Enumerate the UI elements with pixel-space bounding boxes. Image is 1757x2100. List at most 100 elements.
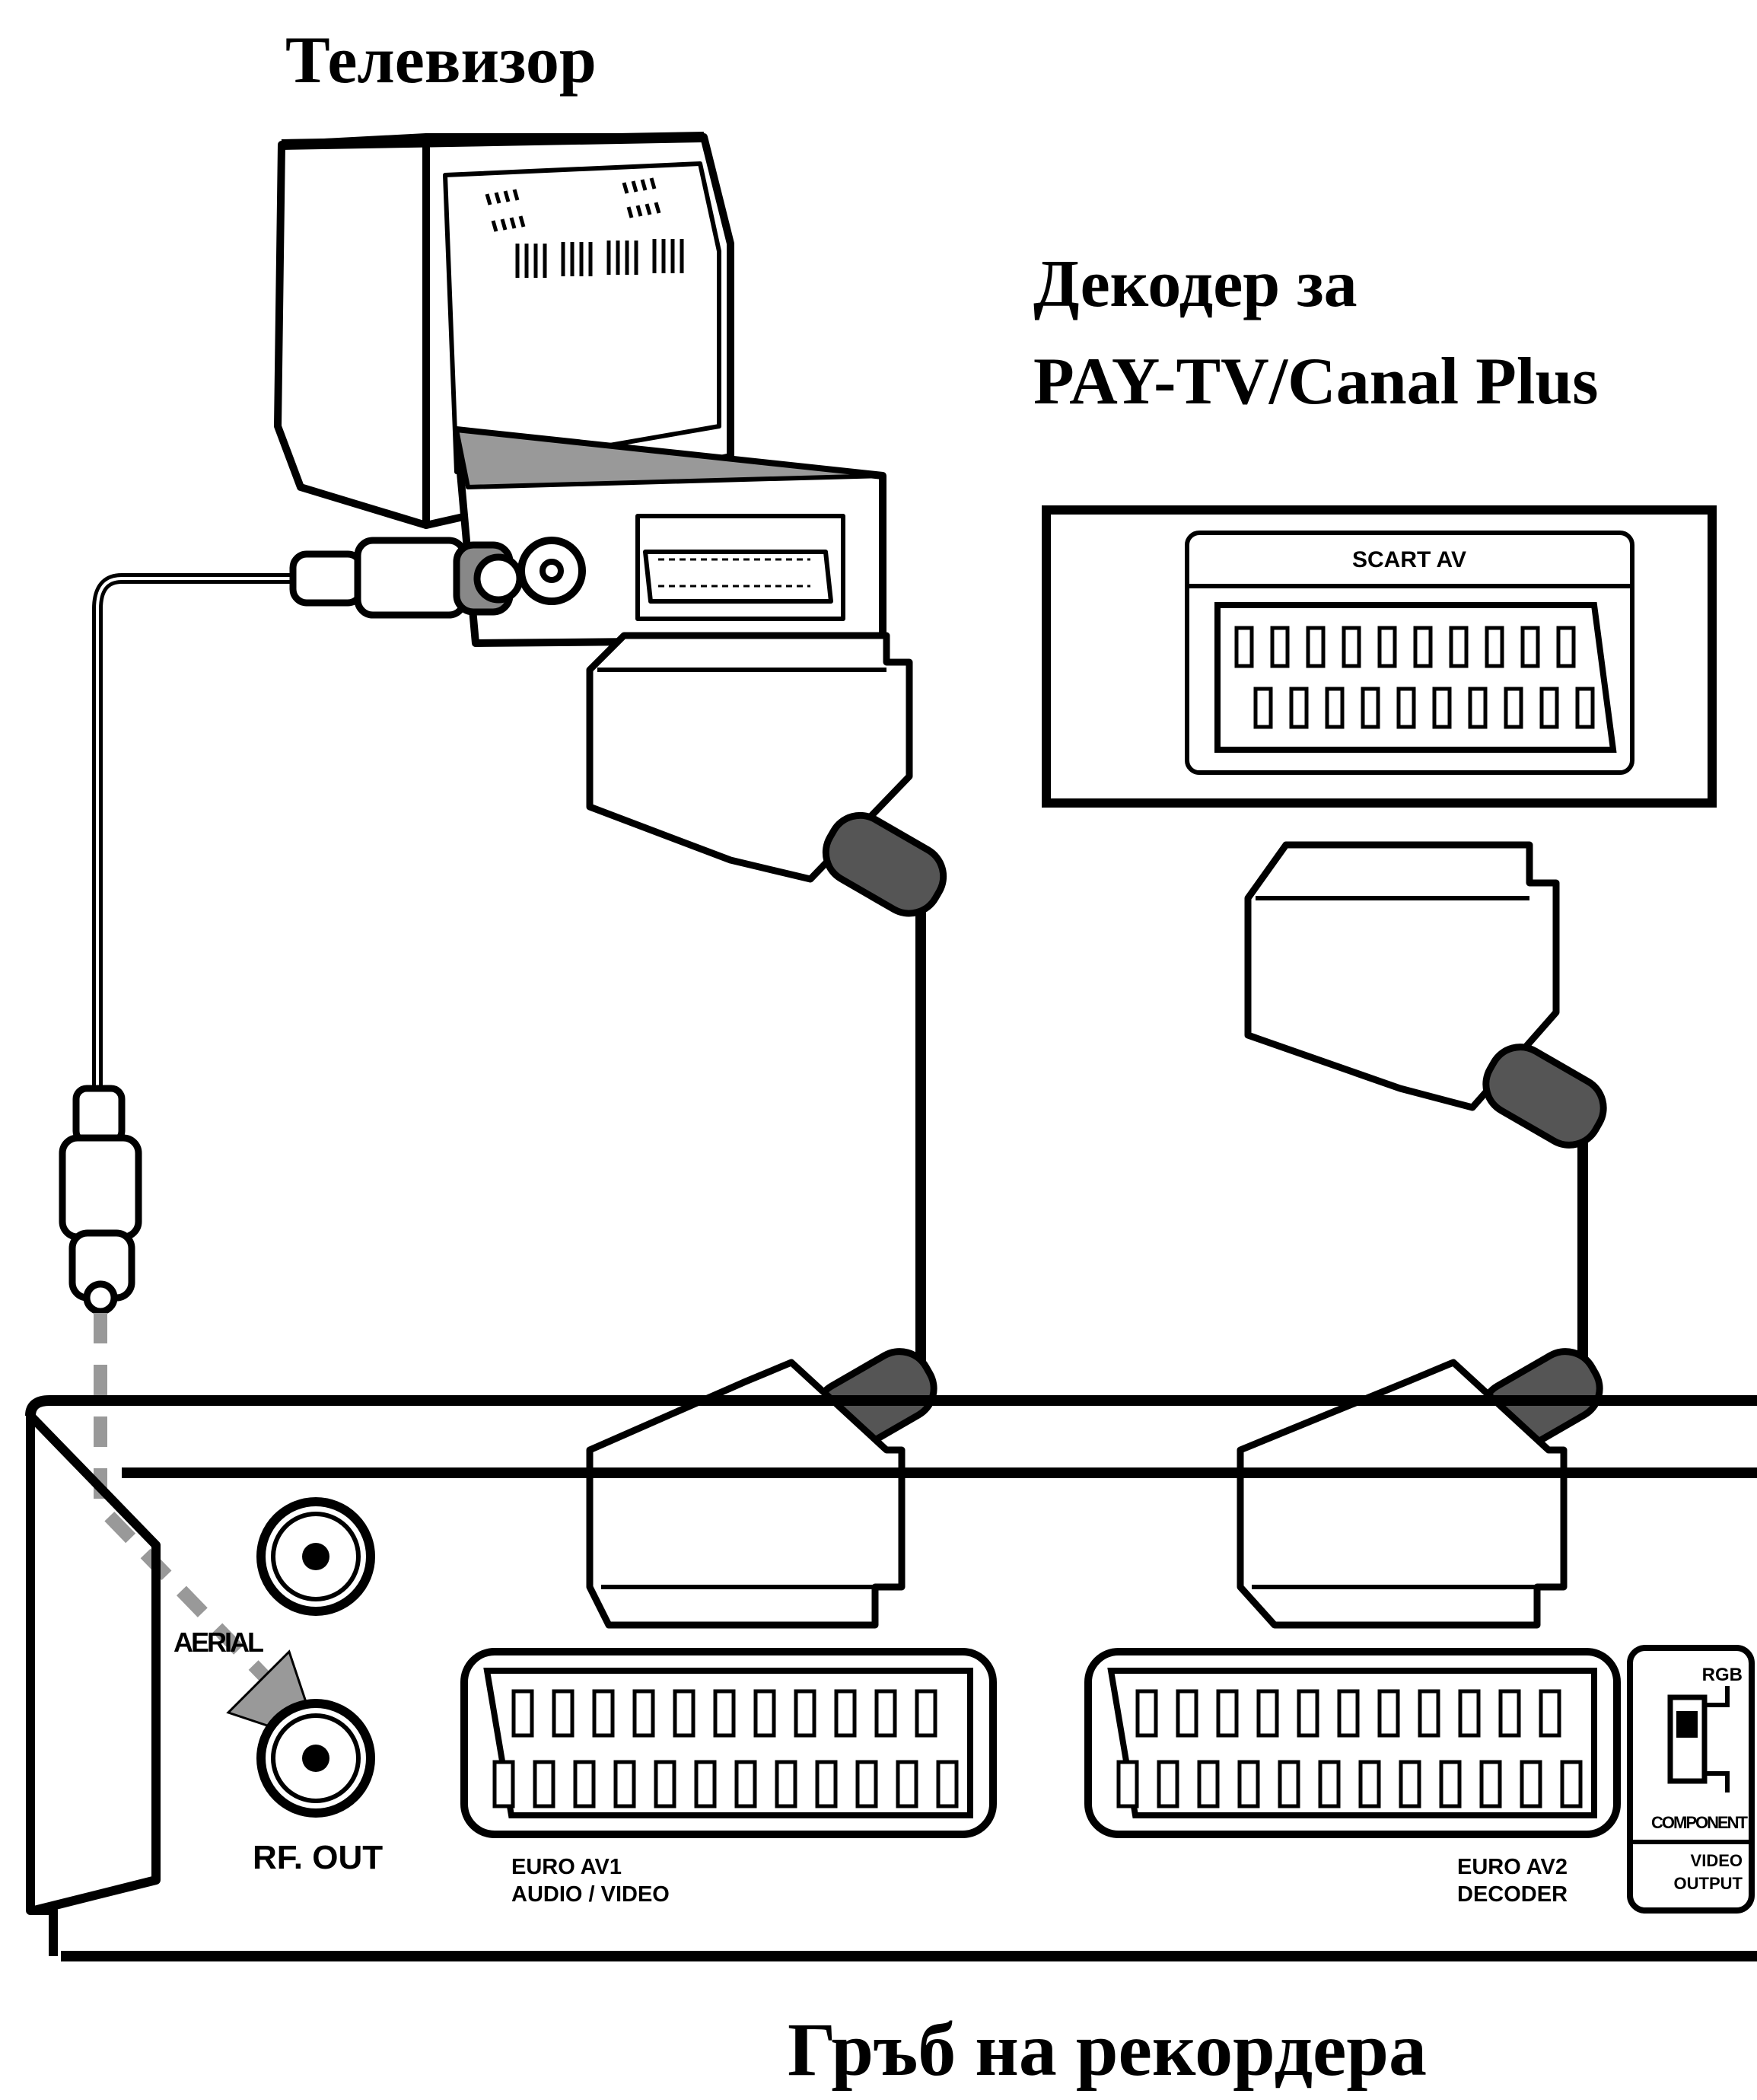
scart-pin — [1556, 626, 1576, 668]
scart-pin — [1432, 687, 1452, 729]
scart-pin — [1256, 1689, 1279, 1738]
scart-pin — [855, 1760, 878, 1808]
scart-pin — [632, 1689, 655, 1738]
scart-pin — [1485, 626, 1504, 668]
scart-pin — [592, 1689, 615, 1738]
scart-pin — [673, 1689, 695, 1738]
decoder-panel: SCART AV — [1042, 505, 1717, 808]
scart-plug-euro-av1 — [586, 1348, 937, 1629]
scart-pin — [915, 1689, 937, 1738]
scart-pin — [1413, 626, 1433, 668]
scart-pin — [1270, 626, 1290, 668]
tv-vent-grille — [485, 177, 684, 278]
scart-pin — [613, 1760, 636, 1808]
scart-pin — [1520, 1760, 1542, 1808]
scart-pin — [1278, 1760, 1300, 1808]
aerial-label: AERIAL — [173, 1627, 263, 1658]
scart-pin — [1449, 626, 1469, 668]
decoder-scart-pins — [1234, 626, 1595, 729]
scart-pin — [1575, 687, 1595, 729]
recorder-back-panel: AERIAL RF. OUT EURO AV1 AUDIO / VIDEO EU… — [25, 1395, 1757, 1961]
scart-pin — [1289, 687, 1309, 729]
scart-pin — [1458, 1689, 1481, 1738]
video-output-switch — [1627, 1645, 1755, 1914]
euro-av2-label-line2: DECODER — [1457, 1882, 1568, 1907]
scart-pin — [1116, 1760, 1139, 1808]
scart-pin — [1361, 687, 1380, 729]
euro-av2-socket — [1084, 1648, 1621, 1838]
scart-pin — [794, 1689, 816, 1738]
scart-pin — [1418, 1689, 1440, 1738]
scart-pin — [815, 1760, 838, 1808]
switch-component-label: COMPONENT — [1651, 1813, 1749, 1832]
scart-pin — [1135, 1689, 1158, 1738]
scart-pin — [1498, 1689, 1521, 1738]
recorder-back-title: Гръб на рекордера — [788, 2007, 1427, 2092]
decoder-scart-label: SCART AV — [1352, 547, 1466, 572]
scart-pin — [834, 1689, 857, 1738]
scart-pin — [753, 1689, 776, 1738]
scart-pin — [1253, 687, 1273, 729]
scart-pin — [936, 1760, 959, 1808]
scart-pin — [1539, 687, 1559, 729]
scart-pin — [1318, 1760, 1341, 1808]
euro-av1-label-line1: EURO AV1 — [511, 1855, 622, 1879]
euro-av2-label-line1: EURO AV2 — [1457, 1855, 1568, 1879]
scart-pin — [896, 1760, 918, 1808]
scart-pin — [1520, 626, 1540, 668]
euro-av1-label-line2: AUDIO / VIDEO — [511, 1882, 670, 1907]
rf-out-label: RF. OUT — [253, 1839, 383, 1876]
rf-out-socket — [256, 1699, 375, 1818]
scart-pin — [533, 1760, 555, 1808]
scart-pin — [1399, 1760, 1421, 1808]
scart-pin — [511, 1689, 534, 1738]
switch-rgb-label: RGB — [1702, 1665, 1743, 1685]
scart-pin — [874, 1689, 897, 1738]
decoder-title-line1: Декодер за — [1033, 247, 1358, 321]
scart-pin — [1337, 1689, 1360, 1738]
scart-pin — [1157, 1760, 1179, 1808]
scart-pin — [1342, 626, 1361, 668]
scart-pin — [1377, 626, 1397, 668]
scart-pin — [1539, 1689, 1561, 1738]
scart-plug-decoder — [1244, 841, 1607, 1149]
scart-pin — [552, 1689, 575, 1738]
decoder-title-line2: PAY-TV/Canal Plus — [1033, 345, 1599, 419]
scart-pin — [1377, 1689, 1400, 1738]
aerial-coax-plug — [59, 1085, 142, 1315]
television — [274, 132, 886, 647]
tv-scart-pins — [658, 558, 810, 588]
scart-pin — [1237, 1760, 1260, 1808]
scart-pin — [1358, 1760, 1381, 1808]
scart-pin — [1297, 1689, 1319, 1738]
scart-pin — [1176, 1689, 1198, 1738]
scart-pin — [1197, 1760, 1220, 1808]
scart-pin — [492, 1760, 515, 1808]
scart-pin — [654, 1760, 676, 1808]
scart-pin — [713, 1689, 736, 1738]
scart-pin — [1504, 687, 1523, 729]
scart-pin — [1306, 626, 1326, 668]
scart-pin — [1216, 1689, 1239, 1738]
scart-pin — [1439, 1760, 1462, 1808]
scart-plug-euro-av2 — [1237, 1348, 1603, 1629]
scart-pin — [1479, 1760, 1502, 1808]
scart-pin — [1396, 687, 1416, 729]
scart-pin — [573, 1760, 596, 1808]
scart-pin — [734, 1760, 757, 1808]
scart-pin — [1234, 626, 1254, 668]
cables — [92, 573, 1588, 1370]
scart-pin — [1325, 687, 1345, 729]
scart-pin — [775, 1760, 797, 1808]
scart-pin — [1468, 687, 1488, 729]
video-output-label-line2: OUTPUT — [1674, 1874, 1743, 1893]
scart-pin — [694, 1760, 717, 1808]
euro-av1-socket — [460, 1648, 997, 1838]
tv-coax-plug — [289, 537, 524, 619]
scart-plug-tv — [586, 632, 947, 917]
scart-pin — [1560, 1760, 1583, 1808]
aerial-socket — [256, 1497, 375, 1616]
video-output-label-line1: VIDEO — [1691, 1851, 1743, 1870]
tv-title: Телевизор — [285, 24, 597, 97]
